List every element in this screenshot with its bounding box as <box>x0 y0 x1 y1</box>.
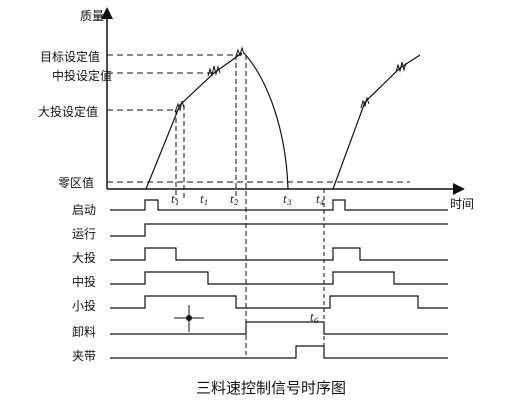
level-label-zero: 零区值 <box>58 175 94 190</box>
weight-noise-medium <box>207 65 221 77</box>
time-label-t6: t6 <box>310 313 319 325</box>
weight-noise-large <box>174 100 185 113</box>
discharge-curve <box>243 52 289 190</box>
signal-label-medium: 中投 <box>72 274 96 289</box>
time-label-t3: t3 <box>283 195 292 207</box>
time-label-t4: t4 <box>316 195 325 207</box>
waveform-run <box>110 223 448 237</box>
time-label-t1a: t1 <box>171 195 180 207</box>
weight-noise-second-large <box>360 96 370 109</box>
signal-label-start: 启动 <box>72 203 96 217</box>
waveform-start <box>110 199 448 211</box>
waveform-small <box>110 295 448 309</box>
signal-label-run: 运行 <box>72 227 96 241</box>
weight-curve-first-cycle <box>145 52 243 190</box>
x-axis-label: 时间 <box>450 197 474 211</box>
signal-label-small: 小投 <box>72 298 96 313</box>
level-label-large: 大投设定值 <box>38 104 98 119</box>
weight-noise-second-medium <box>395 61 407 73</box>
level-label-medium: 中投设定值 <box>52 68 112 83</box>
waveform-large <box>110 247 448 261</box>
time-label-t2: t2 <box>230 195 239 207</box>
signal-label-discharge: 卸料 <box>72 324 96 339</box>
waveform-clamp <box>110 345 448 359</box>
signal-label-large: 大投 <box>72 250 96 265</box>
level-label-target: 目标设定值 <box>40 49 100 64</box>
time-label-t1b: t1 <box>200 195 209 207</box>
signal-label-clamp: 夹带 <box>72 349 96 363</box>
weight-noise-target <box>235 46 245 57</box>
weight-curve-second-cycle <box>332 54 421 190</box>
waveform-medium <box>110 271 448 285</box>
y-axis-label: 质量 <box>80 9 104 23</box>
figure-caption: 三料速控制信号时序图 <box>196 379 346 397</box>
waveform-discharge <box>110 321 448 335</box>
crosshair-marker <box>174 305 204 332</box>
